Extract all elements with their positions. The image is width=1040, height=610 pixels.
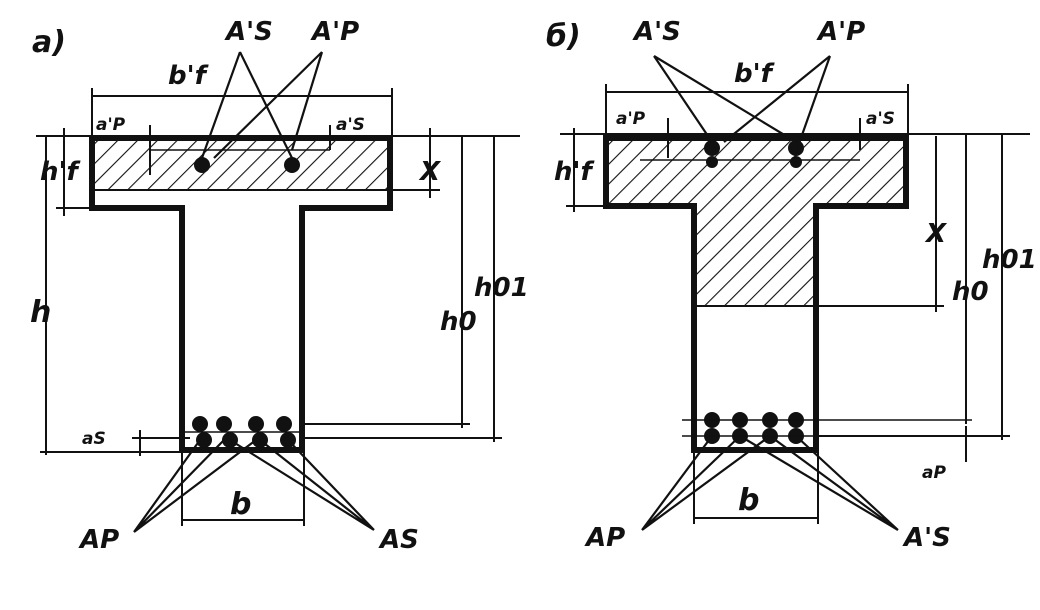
t-section-outline: [89, 135, 393, 453]
label-h0: h0: [440, 307, 477, 337]
label-b: b: [230, 487, 251, 522]
label-ap-bottom: AP: [584, 523, 625, 553]
label-x: X: [418, 157, 442, 187]
label-bf-prime: b'f: [734, 59, 776, 89]
label-b: b: [738, 483, 759, 518]
panel-a: а) b'f a'P: [30, 17, 529, 555]
leader-as-prime: [200, 51, 293, 159]
label-h0: h0: [952, 277, 989, 307]
t-section-outline: [603, 135, 909, 453]
top-bar-ap: [194, 157, 210, 173]
label-h01: h01: [982, 245, 1037, 275]
label-ap-prime-top: A'P: [310, 17, 359, 47]
leader-as-bottom: [229, 439, 375, 531]
compression-zone-hatch: [608, 138, 906, 305]
label-ap-prime: a'P: [616, 109, 646, 129]
label-as: aS: [82, 429, 106, 449]
leader-ap-bottom: [133, 439, 257, 533]
top-bar-1: [704, 140, 720, 156]
label-as-prime: a'S: [336, 115, 365, 135]
panel-a-tag: а): [32, 25, 66, 60]
label-ap-prime: a'P: [96, 115, 126, 135]
leader-ap-bottom: [641, 435, 771, 531]
leader-ap-prime: [213, 51, 324, 159]
label-as-prime: a'S: [866, 109, 895, 129]
top-bar-3: [706, 156, 718, 168]
label-bf-prime: b'f: [168, 61, 210, 91]
label-ap-prime-top: A'P: [816, 17, 865, 47]
label-as-bottom: AS: [378, 525, 419, 555]
leader-as-bottom: [739, 435, 899, 531]
label-h: h: [30, 295, 51, 330]
label-as-bottom: A'S: [902, 523, 951, 553]
top-bar-as: [284, 157, 300, 173]
top-bar-2: [788, 140, 804, 156]
leader-as-prime: [653, 55, 797, 143]
label-ap-bottom: AP: [78, 525, 119, 555]
compression-zone-hatch: [92, 140, 390, 190]
bottom-bars: [704, 412, 804, 444]
label-x: X: [924, 219, 948, 249]
leader-ap-prime: [723, 55, 832, 153]
label-ap: aP: [922, 463, 946, 483]
label-hf-prime: h'f: [554, 157, 595, 187]
label-h01: h01: [474, 273, 529, 303]
top-bar-4: [790, 156, 802, 168]
panel-b: б) b'f: [546, 17, 1037, 553]
label-as-prime-top: A'S: [224, 17, 273, 47]
label-as-prime-top: A'S: [632, 17, 681, 47]
panel-b-tag: б): [546, 19, 581, 54]
